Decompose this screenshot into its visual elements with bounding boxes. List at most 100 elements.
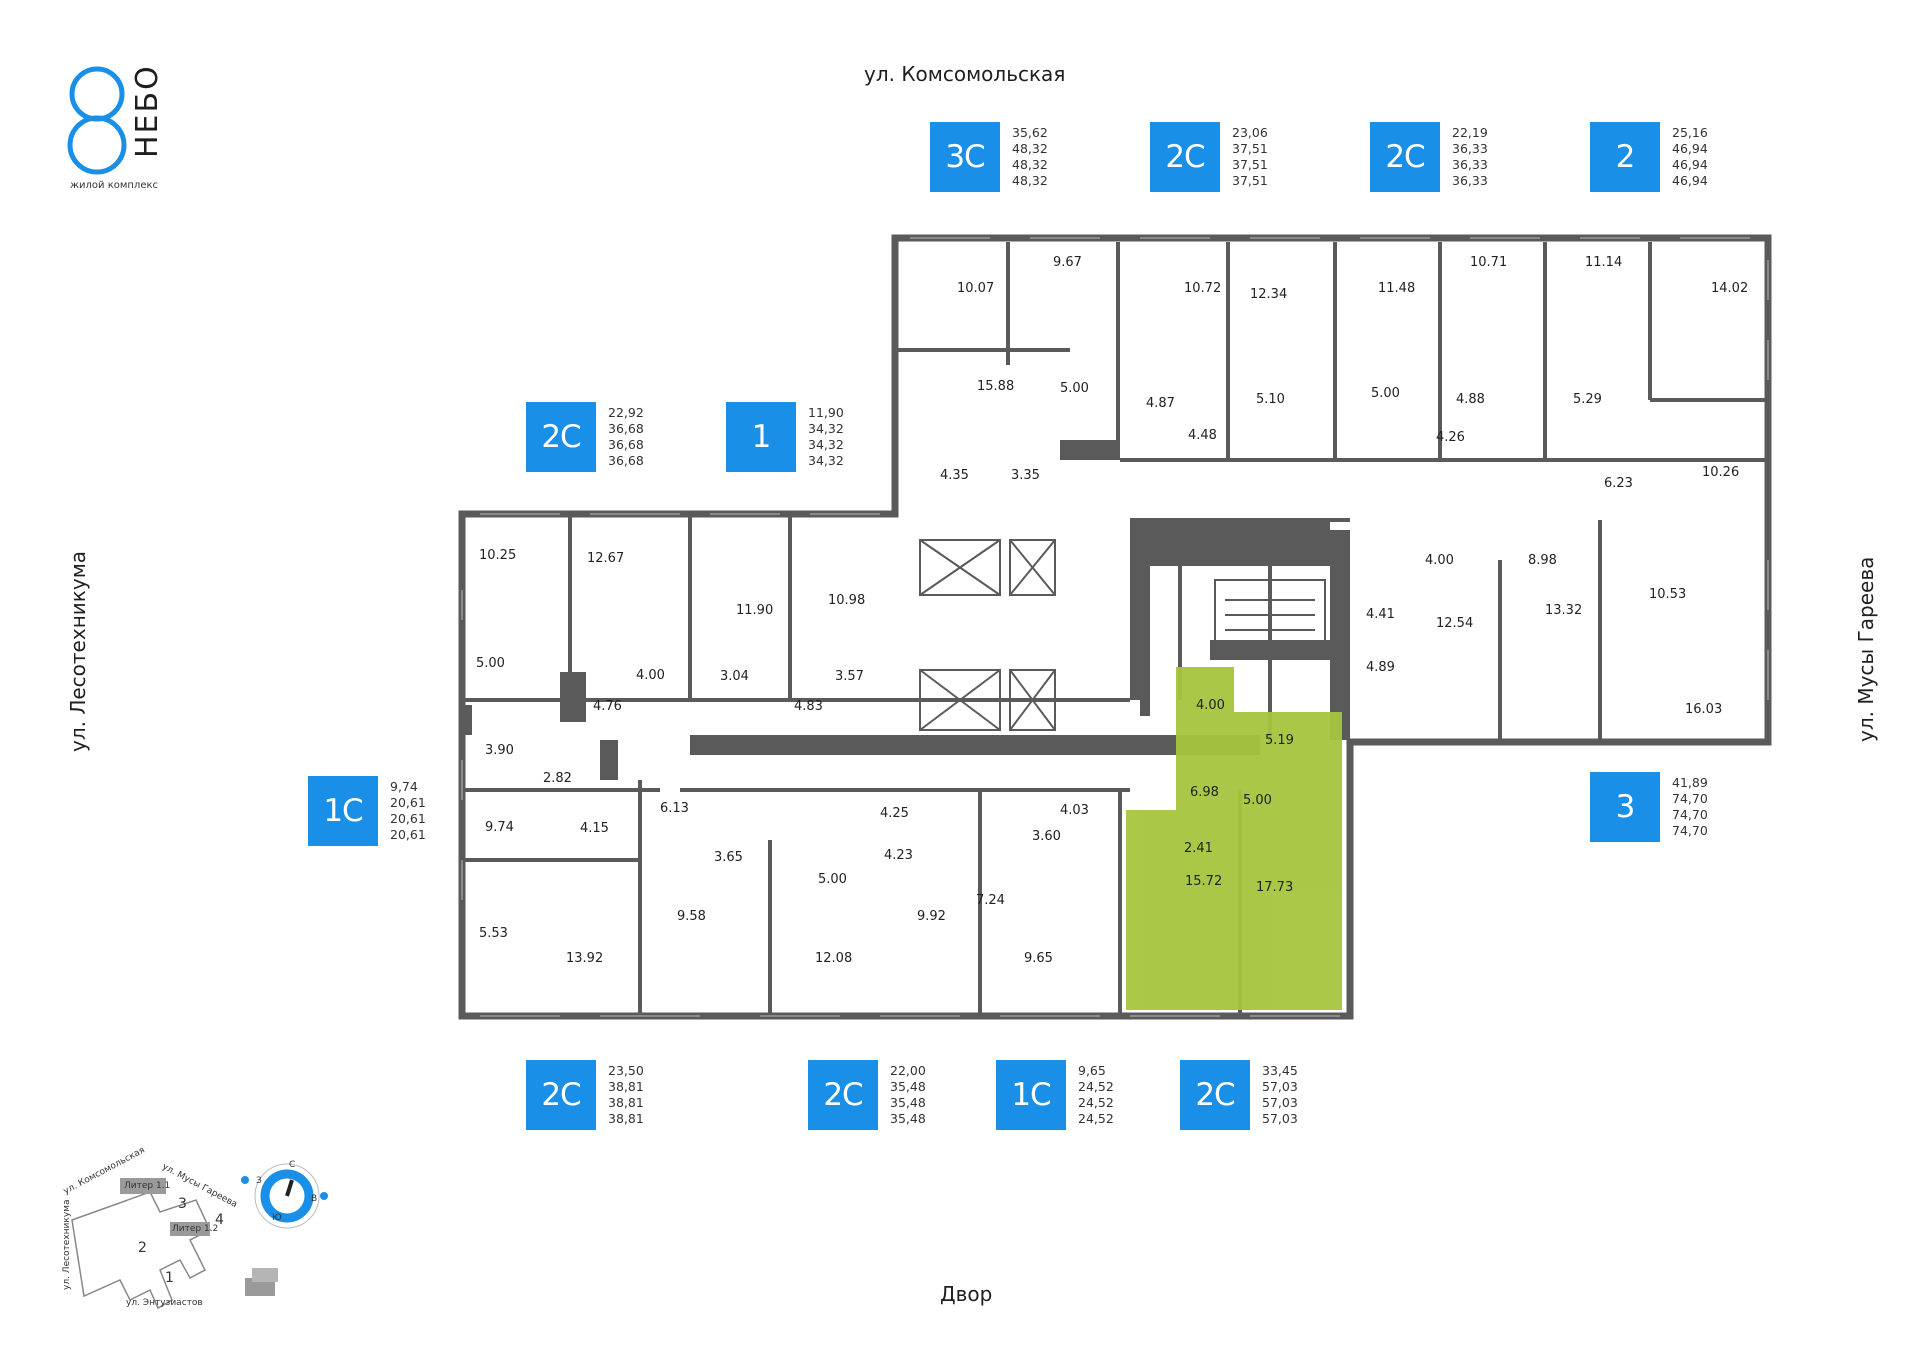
room-area: 4.03: [1060, 803, 1089, 818]
room-area: 13.92: [566, 951, 604, 966]
room-area: 4.89: [1366, 660, 1395, 675]
unit-code: 2С: [1150, 122, 1220, 192]
room-area: 10.71: [1470, 255, 1508, 270]
room-area: 11.14: [1585, 255, 1623, 270]
logo-subtitle: жилой комплекс: [70, 180, 159, 191]
room-area: 9.58: [677, 909, 706, 924]
room-area: 10.53: [1649, 587, 1687, 602]
compass-south: Ю: [272, 1213, 282, 1223]
minimap-section: 3: [178, 1196, 187, 1212]
room-area: 10.25: [479, 548, 517, 563]
room-area: 17.73: [1256, 880, 1294, 895]
room-area: 16.03: [1685, 702, 1723, 717]
room-area: 15.88: [977, 379, 1015, 394]
minimap-building: Литер 1.2: [172, 1224, 219, 1234]
room-area: 2.41: [1184, 841, 1213, 856]
logo-eight-icon: [67, 66, 127, 175]
unit-code: 3: [1590, 772, 1660, 842]
room-area: 11.48: [1378, 281, 1416, 296]
room-area: 13.32: [1545, 603, 1583, 618]
minimap-building: Литер 1.1: [124, 1181, 171, 1191]
room-area: 3.35: [1011, 468, 1040, 483]
room-area: 7.24: [976, 893, 1005, 908]
room-area: 10.26: [1702, 465, 1740, 480]
unit-code: 1С: [308, 776, 378, 846]
room-area: 11.90: [736, 603, 774, 618]
room-area: 3.57: [835, 669, 864, 684]
room-area: 5.10: [1256, 392, 1285, 407]
room-area: 14.02: [1711, 281, 1749, 296]
room-area: 4.41: [1366, 607, 1395, 622]
room-area: 4.76: [593, 699, 622, 714]
room-area: 5.29: [1573, 392, 1602, 407]
room-area: 4.00: [1425, 553, 1454, 568]
room-area: 4.00: [1196, 698, 1225, 713]
room-area: 12.34: [1250, 287, 1288, 302]
room-area: 9.67: [1053, 255, 1082, 270]
highlighted-apartment: [1126, 667, 1342, 1010]
room-area: 4.87: [1146, 396, 1175, 411]
street-top: ул. Комсомольская: [864, 62, 1066, 86]
room-area: 4.26: [1436, 430, 1465, 445]
room-area: 5.00: [1371, 386, 1400, 401]
minimap: [71, 1163, 328, 1310]
unit-code: 2С: [526, 402, 596, 472]
room-area: 4.25: [880, 806, 909, 821]
room-area: 3.65: [714, 850, 743, 865]
minimap-street: ул. Лесотехникума: [62, 1199, 72, 1290]
room-area: 4.35: [940, 468, 969, 483]
room-area: 10.98: [828, 593, 866, 608]
room-area: 6.98: [1190, 785, 1219, 800]
room-area: 5.00: [818, 872, 847, 887]
room-area: 5.00: [1243, 793, 1272, 808]
room-area: 4.83: [794, 699, 823, 714]
room-area: 3.60: [1032, 829, 1061, 844]
unit-code: 1: [726, 402, 796, 472]
room-area: 9.92: [917, 909, 946, 924]
unit-code: 2С: [1180, 1060, 1250, 1130]
unit-code: 1С: [996, 1060, 1066, 1130]
room-area: 12.67: [587, 551, 625, 566]
room-area: 5.53: [479, 926, 508, 941]
compass-west: З: [256, 1176, 262, 1186]
room-area: 15.72: [1185, 874, 1223, 889]
room-area: 12.54: [1436, 616, 1474, 631]
minimap-section: 1: [165, 1270, 174, 1286]
room-area: 4.23: [884, 848, 913, 863]
room-area: 4.00: [636, 668, 665, 683]
unit-code: 2С: [526, 1060, 596, 1130]
room-area: 3.90: [485, 743, 514, 758]
room-area: 9.74: [485, 820, 514, 835]
unit-code: 2С: [1370, 122, 1440, 192]
compass-north: С: [289, 1160, 296, 1170]
compass-icon: [241, 1163, 328, 1229]
room-area: 6.13: [660, 801, 689, 816]
unit-code: 2: [1590, 122, 1660, 192]
room-area: 5.00: [476, 656, 505, 671]
room-area: 4.15: [580, 821, 609, 836]
room-area: 10.07: [957, 281, 995, 296]
plan-walls: [458, 234, 1772, 1020]
unit-code: 2С: [808, 1060, 878, 1130]
